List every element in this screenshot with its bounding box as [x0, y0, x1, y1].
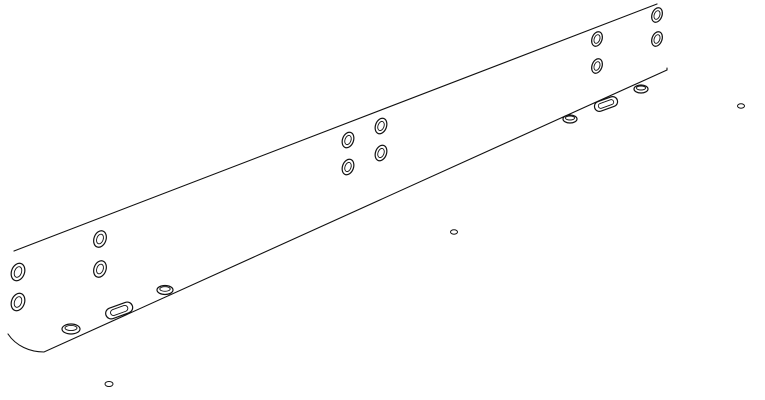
small-pin-holes [104, 103, 745, 387]
slotted-holes [105, 96, 619, 320]
bend-line [7, 69, 668, 353]
horizontal-flange [6, 68, 753, 396]
center-holes [341, 117, 388, 176]
top-edge-line [13, 3, 658, 252]
near-end-holes [10, 262, 26, 312]
near-pair-holes [93, 230, 107, 278]
vertical-flange [6, 3, 667, 349]
far-pair-holes [591, 31, 603, 74]
far-end-holes [651, 7, 663, 47]
round-holes [61, 84, 649, 335]
